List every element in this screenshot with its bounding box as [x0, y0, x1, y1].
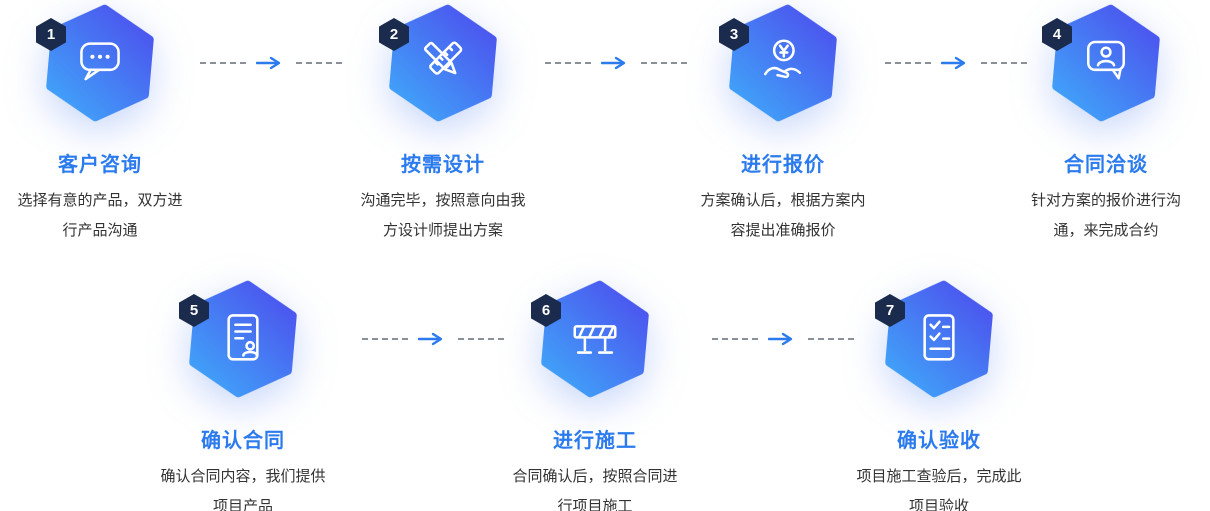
step-description-line: 项目产品 [212, 498, 273, 511]
step-title: 进行报价 [741, 154, 825, 176]
step-title: 确认合同 [201, 430, 285, 452]
dashed-line [296, 62, 342, 64]
step-description: 选择有意的产品，双方进 行产品沟通 [0, 186, 210, 246]
step-description-line: 针对方案的报价进行沟 [1030, 192, 1181, 209]
contract-document-icon [227, 314, 259, 361]
step-description: 确认合同内容，我们提供 项目产品 [133, 462, 353, 511]
step-hexagon: 7 [875, 280, 993, 398]
step-title: 合同洽谈 [1064, 154, 1148, 176]
step-hexagon: 1 [36, 4, 154, 122]
step-description: 项目施工查验后，完成此 项目验收 [829, 462, 1049, 511]
dashed-line [458, 338, 504, 340]
arrow-right-icon [941, 56, 966, 70]
step-description: 方案确认后，根据方案内 容提出准确报价 [673, 186, 893, 246]
dashed-line [885, 62, 931, 64]
process-step-6: 6 进行施工 合同确认后，按照合同进 行项目施工 [485, 280, 705, 511]
dashed-line [808, 338, 854, 340]
pencil-ruler-icon [423, 41, 463, 75]
step-hexagon: 3 [719, 4, 837, 122]
flow-arrow-1-2 [200, 56, 342, 70]
step-title: 确认验收 [897, 430, 981, 452]
step-hexagon: 6 [531, 280, 649, 398]
step-title: 按需设计 [401, 154, 485, 176]
coin-hand-icon [764, 39, 802, 79]
step-description-line: 沟通完毕，按照意向由我 [360, 192, 526, 209]
process-step-1: 1 客户咨询 选择有意的产品，双方进 行产品沟通 [0, 4, 210, 246]
construction-barrier-icon [573, 325, 617, 354]
arrow-right-icon [256, 56, 281, 70]
step-description-line: 确认合同内容，我们提供 [160, 468, 326, 485]
step-description-line: 选择有意的产品，双方进 [17, 192, 183, 209]
dashed-line [641, 62, 687, 64]
step-description-line: 项目施工查验后，完成此 [856, 468, 1022, 485]
step-number: 2 [389, 26, 399, 43]
dashed-line [362, 338, 408, 340]
step-description-line: 项目验收 [908, 498, 969, 511]
step-description-line: 方案确认后，根据方案内 [700, 192, 866, 209]
process-step-5: 5 确认合同 确认合同内容，我们提供 项目产品 [133, 280, 353, 511]
checklist-document-icon [923, 314, 955, 361]
step-hexagon: 5 [179, 280, 297, 398]
arrow-right-icon [418, 332, 443, 346]
person-speech-bubble-icon [1087, 40, 1125, 80]
step-description-line: 通，来完成合约 [1053, 222, 1159, 239]
dashed-line [712, 338, 758, 340]
step-description: 针对方案的报价进行沟 通，来完成合约 [996, 186, 1210, 246]
step-hexagon: 2 [379, 4, 497, 122]
step-number: 4 [1052, 26, 1062, 43]
step-description: 合同确认后，按照合同进 行项目施工 [485, 462, 705, 511]
dashed-line [981, 62, 1027, 64]
arrow-right-icon [768, 332, 793, 346]
flow-arrow-6-7 [712, 332, 854, 346]
process-step-4: 4 合同洽谈 针对方案的报价进行沟 通，来完成合约 [996, 4, 1210, 246]
step-description-line: 方设计师提出方案 [382, 222, 503, 239]
dashed-line [200, 62, 246, 64]
step-number: 7 [885, 302, 895, 319]
flow-arrow-2-3 [545, 56, 687, 70]
step-description-line: 容提出准确报价 [730, 222, 836, 239]
step-title: 客户咨询 [58, 154, 142, 176]
arrow-right-icon [601, 56, 626, 70]
process-step-7: 7 确认验收 项目施工查验后，完成此 项目验收 [829, 280, 1049, 511]
chat-bubble-icon [80, 42, 120, 81]
step-number: 6 [541, 302, 551, 319]
step-hexagon: 4 [1042, 4, 1160, 122]
step-number: 5 [189, 302, 199, 319]
flow-arrow-3-4 [885, 56, 1027, 70]
dashed-line [545, 62, 591, 64]
step-description-line: 行项目施工 [557, 498, 633, 511]
flow-arrow-5-6 [362, 332, 504, 346]
step-description: 沟通完毕，按照意向由我 方设计师提出方案 [333, 186, 553, 246]
step-description-line: 行产品沟通 [62, 222, 138, 239]
step-number: 1 [46, 26, 56, 43]
process-step-2: 2 按需设计 沟通完毕，按照意向由我 方设计师提出方案 [333, 4, 553, 246]
step-number: 3 [729, 26, 739, 43]
process-step-3: 3 进行报价 方案确认后，根据方案内 容提出准确报价 [673, 4, 893, 246]
step-description-line: 合同确认后，按照合同进 [512, 468, 678, 485]
step-title: 进行施工 [553, 430, 637, 452]
